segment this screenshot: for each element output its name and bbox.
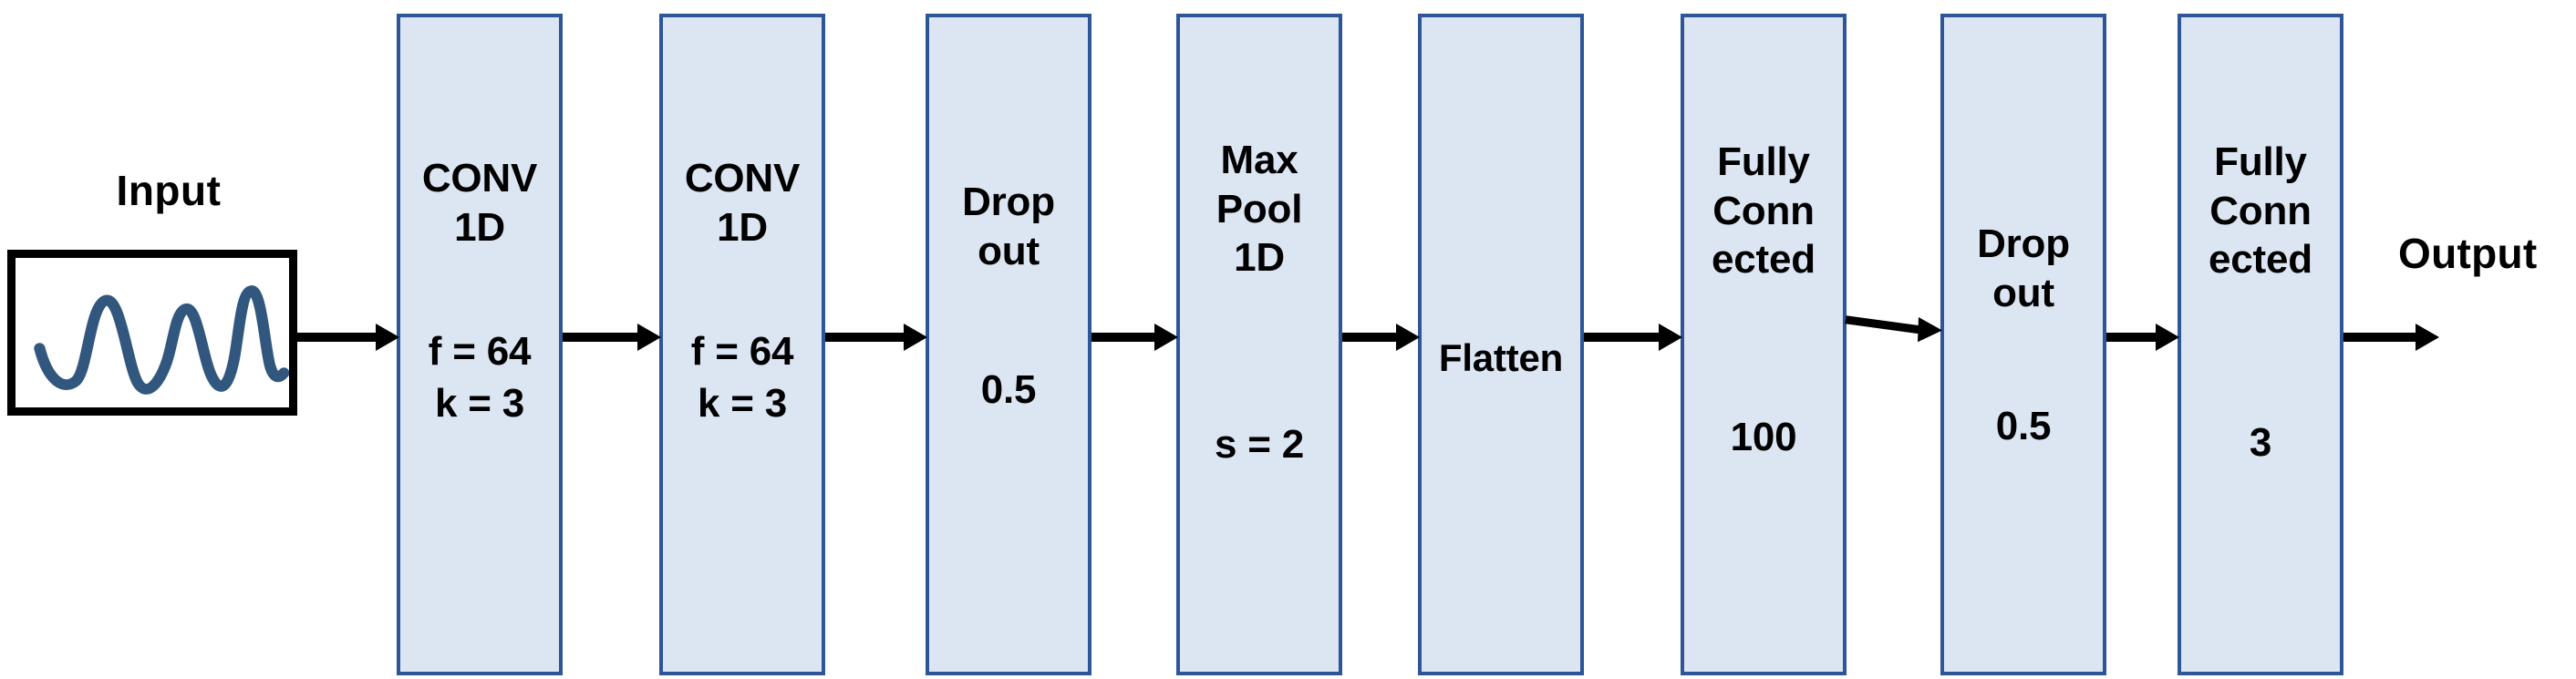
- block-title-line: Conn: [2209, 188, 2312, 233]
- block-fully-connected-1[interactable]: Fully Conn ected 100: [1681, 14, 1847, 675]
- block-param-line: 100: [1730, 415, 1797, 459]
- block-dropout-2[interactable]: Drop out 0.5: [1940, 14, 2106, 675]
- block-conv1d-2[interactable]: CONV 1D f = 64 k = 3: [659, 14, 825, 675]
- block-title-line: CONV: [421, 156, 538, 201]
- arrow-conv1d-2-to-dropout-1: [825, 319, 927, 355]
- block-title-line: ected: [1712, 237, 1816, 283]
- sine-waveform-icon: [34, 285, 289, 395]
- block-param-line: 0.5: [980, 367, 1037, 412]
- block-param-line: s = 2: [1214, 422, 1305, 467]
- block-title-line: out: [978, 228, 1040, 273]
- block-title-line: Max: [1220, 138, 1298, 182]
- block-title-line: 1D: [454, 204, 505, 250]
- block-title-line: Fully: [2214, 139, 2307, 184]
- block-maxpool1d[interactable]: Max Pool 1D s = 2: [1176, 14, 1342, 675]
- arrow-conv1d-1-to-conv1d-2: [563, 319, 661, 355]
- arrow-input-to-conv1d-1: [297, 319, 399, 355]
- block-title-line: Drop: [1977, 221, 2070, 266]
- block-title-line: 1D: [1234, 235, 1285, 281]
- block-title-line: CONV: [684, 156, 801, 201]
- block-param-line: k = 3: [697, 381, 788, 427]
- input-label: Input: [116, 167, 222, 214]
- block-dropout-1[interactable]: Drop out 0.5: [926, 14, 1091, 675]
- block-title-line: out: [1992, 270, 2054, 315]
- arrow-flatten-to-fully-connected-1: [1584, 319, 1682, 355]
- arrow-fully-connected-2-to-output: [2343, 319, 2439, 355]
- block-param-line: 3: [2249, 420, 2272, 465]
- block-fully-connected-2[interactable]: Fully Conn ected 3: [2178, 14, 2343, 675]
- block-title-line: Flatten: [1438, 336, 1564, 379]
- arrow-dropout-2-to-fully-connected-2: [2106, 319, 2179, 355]
- block-title-line: ected: [2209, 237, 2312, 283]
- arrow-maxpool1d-to-flatten: [1342, 319, 1420, 355]
- block-param-line: 0.5: [1995, 404, 2052, 448]
- block-conv1d-1[interactable]: CONV 1D f = 64 k = 3: [397, 14, 563, 675]
- block-param-line: f = 64: [690, 329, 794, 374]
- output-label: Output: [2398, 230, 2538, 277]
- arrow-dropout-1-to-maxpool1d: [1091, 319, 1178, 355]
- block-title-line: Fully: [1717, 139, 1810, 184]
- block-param-line: f = 64: [428, 329, 532, 374]
- arrow-fully-connected-1-to-dropout-2: [1845, 308, 1942, 345]
- input-signal-box: [7, 250, 297, 416]
- block-flatten[interactable]: Flatten: [1418, 14, 1584, 675]
- block-title-line: Pool: [1216, 186, 1303, 231]
- block-title-line: Drop: [962, 180, 1055, 224]
- block-title-line: 1D: [717, 204, 768, 250]
- block-param-line: k = 3: [434, 381, 525, 427]
- block-title-line: Conn: [1712, 188, 1815, 233]
